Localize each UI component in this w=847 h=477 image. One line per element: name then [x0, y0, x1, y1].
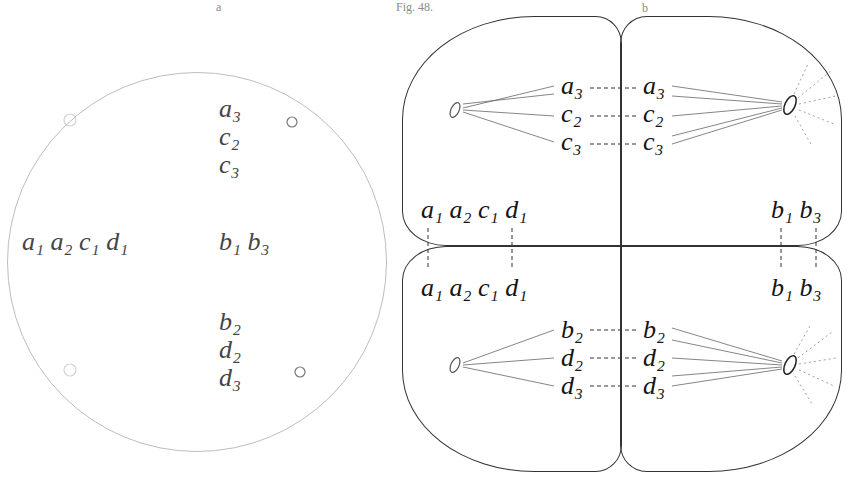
centrosome [64, 114, 76, 126]
centrosome [781, 354, 799, 376]
chromosome-label: a₁ a₂ c₁ d₁ [421, 275, 527, 301]
chromosome-label: c₂ [219, 124, 240, 150]
blastomere-cell: a₃c₂c₃ a₁ a₂ c₁ d₁ [402, 16, 622, 246]
chromosome-label: c₂ [643, 101, 664, 127]
figure-number: Fig. 48. [396, 1, 433, 13]
chromosome-label: b₂ [643, 317, 665, 343]
chromosome-label: d₃ [643, 373, 665, 399]
chromosome-label: d₃ [561, 373, 583, 399]
chromosome-label: a₃ [219, 96, 241, 122]
centrosome [295, 367, 305, 377]
chromosome-label: b₁ b₃ [771, 197, 822, 223]
chromosome-label: b₂ [561, 317, 583, 343]
blastomere-cell: b₁ b₃ b₂d₂d₃ [620, 246, 842, 472]
panel-letter: b [642, 2, 648, 14]
chromosome-label: d₂ [643, 345, 665, 371]
chromosome-label: a₃ [643, 73, 665, 99]
chromosome-label: a₁ a₂ c₁ d₁ [22, 229, 128, 255]
chromosome-label: d₂ [219, 337, 241, 363]
chromosome-label: d₂ [561, 345, 583, 371]
egg-circle: a₃c₂c₃ a₁ a₂ c₁ d₁ b₁ b₃ b₂d₂d₃ [7, 72, 387, 452]
centrosome [781, 94, 799, 116]
chromosome-label: b₂ [219, 309, 241, 335]
spindle-rays [463, 86, 782, 386]
chromosome-label: c₂ [561, 101, 582, 127]
chromosome-label: d₃ [219, 365, 241, 391]
aster-rays [794, 64, 836, 404]
blastomere-cell: a₁ a₂ c₁ d₁ b₂d₂d₃ [402, 246, 622, 472]
chromosome-label: c₃ [219, 152, 240, 178]
chromosome-label: c₃ [643, 129, 664, 155]
blastomere-cell: a₃c₂c₃ b₁ b₃ [620, 16, 842, 246]
chromosome-label: b₁ b₃ [219, 229, 270, 255]
chromosome-label: b₁ b₃ [771, 275, 822, 301]
chromosome-label: a₁ a₂ c₁ d₁ [421, 197, 527, 223]
panel-letter: a [216, 1, 221, 13]
centrosome [64, 364, 76, 376]
pairing-lines [428, 88, 816, 386]
chromosome-label: a₃ [561, 73, 583, 99]
centrosome [448, 356, 462, 374]
centrosome [448, 101, 462, 119]
centrosome [287, 117, 297, 127]
chromosome-label: c₃ [561, 129, 582, 155]
